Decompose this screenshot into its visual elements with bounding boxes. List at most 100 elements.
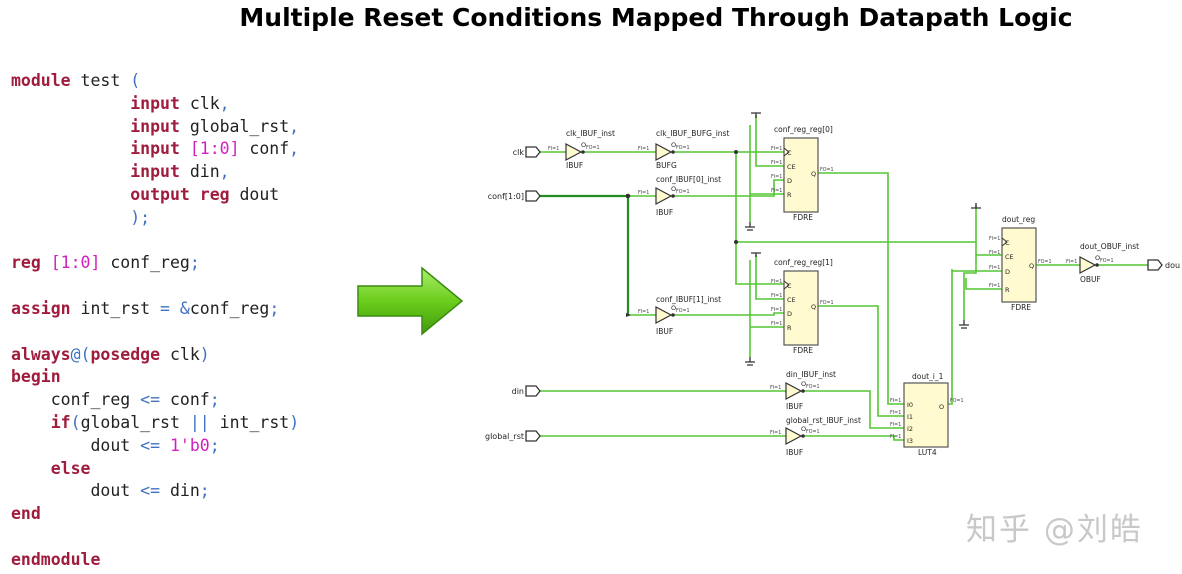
svg-text:CE: CE bbox=[787, 163, 796, 171]
port-label-clk: clk bbox=[513, 148, 525, 157]
synthesized-schematic: clk conf[1:0] din global_rst dout clk_IB… bbox=[485, 112, 1180, 457]
port-din bbox=[525, 385, 541, 397]
watermark: 知乎 @刘皓 bbox=[966, 512, 1143, 548]
svg-text:Q: Q bbox=[811, 303, 816, 311]
svg-text:O: O bbox=[581, 141, 586, 149]
code-line: input clk, bbox=[130, 93, 230, 113]
svg-text:FI=1: FI=1 bbox=[638, 146, 649, 152]
svg-text:R: R bbox=[787, 324, 792, 332]
svg-text:D: D bbox=[1005, 268, 1010, 276]
conf-reg0-box bbox=[783, 137, 819, 213]
svg-text:D: D bbox=[787, 177, 792, 185]
code-line bbox=[11, 230, 299, 253]
bufg-type: BUFG bbox=[656, 161, 677, 170]
svg-text:FI=1: FI=1 bbox=[890, 422, 901, 428]
code-line bbox=[11, 526, 299, 549]
din-ibuf-type: IBUF bbox=[786, 402, 803, 411]
port-dout bbox=[1147, 259, 1163, 271]
code-line: if(global_rst || int_rst) bbox=[50, 412, 300, 432]
svg-text:FI=1: FI=1 bbox=[771, 293, 782, 299]
svg-text:FI=1: FI=1 bbox=[771, 174, 782, 180]
code-line: always@(posedge clk) bbox=[11, 344, 210, 364]
din-ibuf-symbol bbox=[785, 382, 803, 400]
svg-text:O: O bbox=[801, 380, 806, 388]
port-global-rst bbox=[525, 430, 541, 442]
dout-reg-type: FDRE bbox=[1011, 303, 1031, 312]
code-line bbox=[11, 321, 299, 344]
conf1-ibuf-type: IBUF bbox=[656, 327, 673, 336]
code-line bbox=[11, 275, 299, 298]
reg1-type: FDRE bbox=[793, 346, 813, 355]
svg-text:FI=1: FI=1 bbox=[771, 146, 782, 152]
svg-text:FO=1: FO=1 bbox=[806, 429, 820, 435]
obuf-name: dout_OBUF_inst bbox=[1080, 242, 1139, 251]
port-label-din: din bbox=[512, 387, 524, 396]
svg-text:FI=1: FI=1 bbox=[638, 309, 649, 315]
svg-text:FI=1: FI=1 bbox=[638, 190, 649, 196]
page-title: Multiple Reset Conditions Mapped Through… bbox=[239, 3, 1073, 32]
svg-text:FI=1: FI=1 bbox=[771, 321, 782, 327]
svg-text:I1: I1 bbox=[907, 413, 913, 421]
code-line: ); bbox=[130, 207, 151, 227]
port-clk bbox=[525, 146, 541, 158]
svg-text:O: O bbox=[671, 304, 676, 312]
clk-ibuf-type: IBUF bbox=[566, 161, 583, 170]
reg0-type: FDRE bbox=[793, 213, 813, 222]
svg-text:FI=1: FI=1 bbox=[890, 398, 901, 404]
svg-text:FI=1: FI=1 bbox=[770, 430, 781, 436]
svg-text:FO=1: FO=1 bbox=[676, 145, 690, 151]
conf0-ibuf-type: IBUF bbox=[656, 208, 673, 217]
svg-text:FI=1: FI=1 bbox=[890, 410, 901, 416]
right-arrow-icon bbox=[357, 266, 464, 336]
code-line: endmodule bbox=[11, 549, 101, 569]
reg0-name: conf_reg_reg[0] bbox=[774, 125, 833, 134]
svg-text:R: R bbox=[787, 191, 792, 199]
svg-text:Q: Q bbox=[1029, 262, 1034, 270]
conf0-ibuf-name: conf_IBUF[0]_inst bbox=[656, 175, 721, 184]
svg-text:FO=1: FO=1 bbox=[806, 384, 820, 390]
grst-ibuf-name: global_rst_IBUF_inst bbox=[786, 416, 861, 425]
svg-text:FO=1: FO=1 bbox=[1038, 259, 1052, 265]
grst-ibuf-symbol bbox=[785, 427, 803, 445]
schematic-wires bbox=[540, 115, 1148, 441]
svg-text:R: R bbox=[1005, 286, 1010, 294]
svg-text:FI=1: FI=1 bbox=[771, 188, 782, 194]
clk-ibuf-name: clk_IBUF_inst bbox=[566, 129, 615, 138]
svg-text:FO=1: FO=1 bbox=[676, 189, 690, 195]
code-line: reg [1:0] conf_reg; bbox=[11, 253, 200, 273]
svg-text:O: O bbox=[801, 425, 806, 433]
svg-text:FI=1: FI=1 bbox=[771, 160, 782, 166]
obuf-type: OBUF bbox=[1080, 275, 1101, 284]
dout-reg-box bbox=[1001, 227, 1037, 303]
svg-text:FO=1: FO=1 bbox=[820, 300, 834, 306]
lut-name: dout_i_1 bbox=[912, 372, 944, 381]
port-label-conf: conf[1:0] bbox=[488, 192, 524, 201]
code-line: assign int_rst = &conf_reg; bbox=[11, 298, 280, 318]
svg-text:FO=1: FO=1 bbox=[676, 308, 690, 314]
svg-text:CE: CE bbox=[787, 296, 796, 304]
svg-text:FI=1: FI=1 bbox=[989, 236, 1000, 242]
conf-reg1-box bbox=[783, 270, 819, 346]
svg-text:O: O bbox=[671, 141, 676, 149]
svg-text:FI=1: FI=1 bbox=[771, 279, 782, 285]
lut4-box bbox=[903, 382, 949, 448]
code-line: begin bbox=[11, 367, 61, 387]
svg-text:FO=1: FO=1 bbox=[820, 167, 834, 173]
svg-text:FI=1: FI=1 bbox=[1066, 259, 1077, 265]
svg-text:FI=1: FI=1 bbox=[989, 265, 1000, 271]
svg-text:FI=1: FI=1 bbox=[548, 146, 559, 152]
reg1-name: conf_reg_reg[1] bbox=[774, 258, 833, 267]
port-label-global-rst: global_rst bbox=[485, 432, 524, 441]
code-line: input [1:0] conf, bbox=[130, 139, 300, 159]
svg-text:C: C bbox=[787, 282, 792, 290]
svg-text:FO=1: FO=1 bbox=[1100, 258, 1114, 264]
code-line: input din, bbox=[130, 162, 230, 182]
svg-text:I0: I0 bbox=[907, 401, 913, 409]
conf1-ibuf-symbol bbox=[655, 306, 673, 324]
code-line: input global_rst, bbox=[130, 116, 300, 136]
verilog-code-block: module test ( input clk, input global_rs… bbox=[11, 70, 299, 572]
clk-ibuf-symbol bbox=[565, 143, 583, 161]
code-line: end bbox=[11, 504, 41, 524]
svg-text:O: O bbox=[939, 403, 944, 411]
svg-text:C: C bbox=[1005, 239, 1010, 247]
